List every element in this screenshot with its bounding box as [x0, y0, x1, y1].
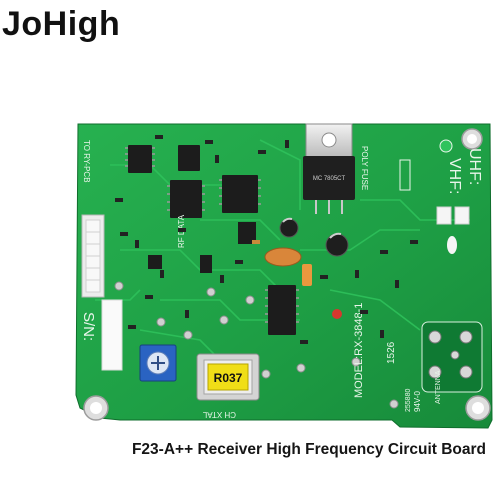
voltage-regulator: [303, 123, 355, 214]
orange-capacitor: [264, 247, 302, 267]
brand-logo-text: JoHigh: [2, 5, 121, 43]
mounting-holes: [83, 128, 491, 421]
test-points: [114, 281, 399, 409]
smd-components: [115, 135, 418, 344]
trimmer-potentiometer: [139, 344, 177, 382]
regulator-marking: MC 7805CT: [313, 176, 346, 182]
antenna-pad-area: [421, 321, 483, 393]
silk-sn: S/N:: [80, 312, 97, 341]
silk-date-code: 1526: [386, 341, 397, 364]
red-led: [332, 309, 342, 319]
ic-chips: [128, 145, 296, 335]
silk-lot-code: 255880: [405, 389, 412, 412]
silk-ch-xtal: CH XTAL: [202, 410, 236, 419]
ic-pins: [125, 147, 299, 323]
crystal-label-text: R037: [214, 371, 243, 385]
serial-number-label-strip: [101, 299, 123, 371]
orange-component: [302, 264, 312, 286]
crystal-module: [196, 353, 260, 401]
silk-vhf: VHF:: [446, 158, 463, 194]
electrolytic-capacitors: [279, 217, 349, 257]
silk-poly-fuse: POLY FUSE: [360, 146, 369, 190]
silk-to-pcb: TO RY-PCB: [82, 140, 91, 183]
uhf-pad: [436, 206, 452, 225]
silk-uhf: UHF:: [466, 148, 483, 185]
ref-circle: [439, 139, 453, 153]
product-caption: F23-A++ Receiver High Frequency Circuit …: [131, 441, 486, 458]
silk-model: MODEL:RX-3848-1: [353, 303, 365, 398]
silk-ul-rating: 94V-0: [413, 391, 422, 412]
pin-header-connector: [81, 214, 105, 298]
white-pad: [447, 236, 457, 254]
vhf-pad: [454, 206, 470, 225]
silkscreen-box: [399, 159, 411, 191]
silk-antenna: ANTENNA: [435, 370, 442, 404]
